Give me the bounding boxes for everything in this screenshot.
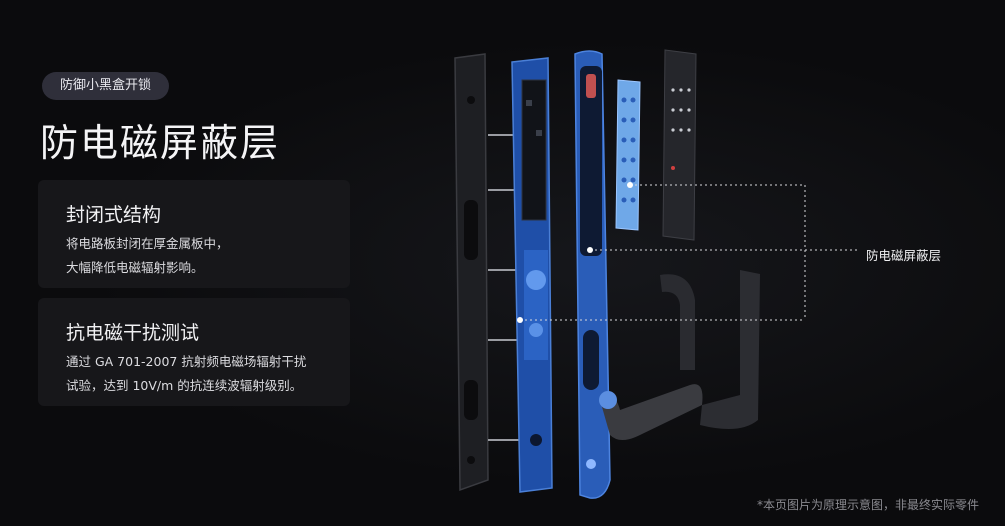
inner-handle	[599, 270, 760, 440]
card-line: 将电路板封闭在厚金属板中，	[66, 236, 229, 251]
card-line: 试验，达到 10V/m 的抗连续波辐射级别。	[66, 378, 303, 393]
shielding-layer-callout: 防电磁屏蔽层	[866, 248, 942, 263]
callout-lines	[520, 184, 860, 321]
shielding-layer-plate	[615, 79, 641, 231]
footnote: *本页图片为原理示意图，非最终实际零件	[756, 498, 979, 512]
page-title: 防电磁屏蔽层	[40, 121, 281, 165]
lock-exploded-illustration	[454, 49, 860, 499]
card-body: 将电路板封闭在厚金属板中， 大幅降低电磁辐射影响。	[66, 232, 346, 280]
card-line: 大幅降低电磁辐射影响。	[66, 260, 204, 275]
card-line: 通过 GA 701-2007 抗射频电磁场辐射干扰	[66, 354, 307, 369]
feature-badge: 防御小黑盒开锁	[42, 72, 170, 100]
callout-dots	[517, 182, 633, 323]
front-housing	[574, 50, 611, 499]
feature-card-emi-test: 抗电磁干扰测试 通过 GA 701-2007 抗射频电磁场辐射干扰 试验，达到 …	[38, 298, 350, 406]
card-title: 抗电磁干扰测试	[66, 322, 200, 344]
card-body: 通过 GA 701-2007 抗射频电磁场辐射干扰 试验，达到 10V/m 的抗…	[66, 350, 346, 398]
card-title: 封闭式结构	[66, 204, 162, 226]
feature-card-enclosed-structure: 封闭式结构 将电路板封闭在厚金属板中， 大幅降低电磁辐射影响。	[38, 180, 350, 288]
keypad-panel	[662, 49, 697, 241]
shielding-inner-plate	[511, 57, 553, 493]
back-plate	[454, 53, 489, 492]
